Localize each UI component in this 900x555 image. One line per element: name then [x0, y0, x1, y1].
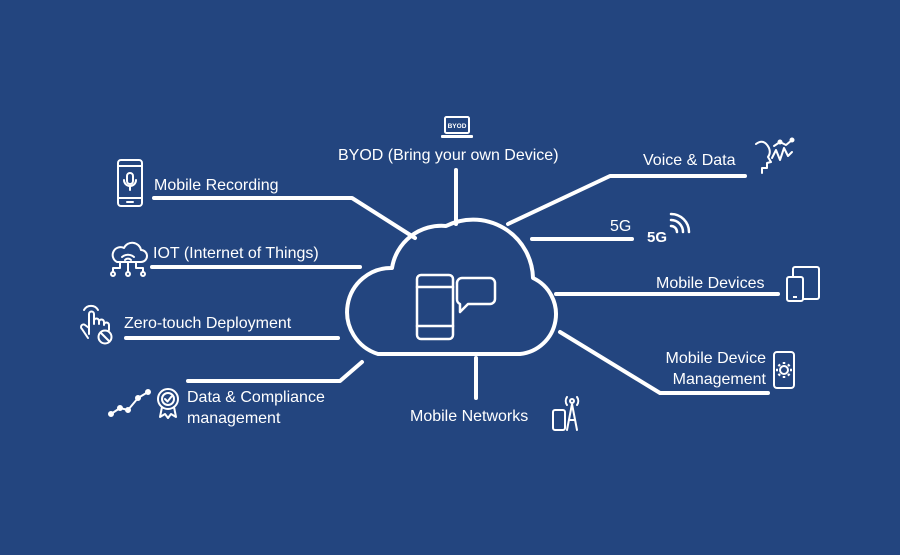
mobile-devices-label: Mobile Devices [656, 275, 765, 292]
mdm-label: Mobile Device Management [640, 348, 766, 390]
data-compliance-label-line2: management [187, 410, 281, 427]
voice-data-label: Voice & Data [643, 152, 736, 169]
svg-text:BYOD: BYOD [448, 123, 467, 130]
mdm-label-line1: Mobile Device [665, 350, 766, 367]
central-cloud [345, 217, 558, 356]
touch-hand-icon [80, 304, 113, 345]
voice-signal-icon [755, 137, 795, 174]
connector-mdm [558, 330, 770, 395]
data-compliance-label-line1: Data & Compliance [187, 389, 325, 406]
data-compliance-label: Data & Compliance management [187, 387, 325, 429]
phone-gear-icon [773, 351, 795, 389]
phone-tablet-icon [786, 266, 820, 302]
mdm-label-line2: Management [672, 371, 766, 388]
phone-mic-icon [117, 159, 143, 207]
cloud-network-icon [110, 241, 148, 277]
mobile-networks-label: Mobile Networks [410, 408, 529, 425]
connector-mobile-recording [152, 196, 417, 240]
zero-touch-label: Zero-touch Deployment [124, 315, 292, 332]
connector-data-compliance [186, 360, 364, 383]
chart-badge-icon [108, 388, 179, 419]
mobile-recording-label: Mobile Recording [154, 177, 279, 194]
5g-label: 5G [610, 218, 632, 235]
phone-chat-icon [415, 273, 497, 341]
svg-text:5G: 5G [647, 229, 667, 246]
connector-voice-data [506, 174, 747, 226]
byod-label: BYOD (Bring your own Device) [338, 147, 559, 164]
laptop-icon: BYOD [441, 116, 473, 138]
iot-label: IOT (Internet of Things) [153, 245, 319, 262]
cell-tower-icon [552, 396, 580, 431]
5g-signal-icon: 5G [647, 212, 691, 246]
